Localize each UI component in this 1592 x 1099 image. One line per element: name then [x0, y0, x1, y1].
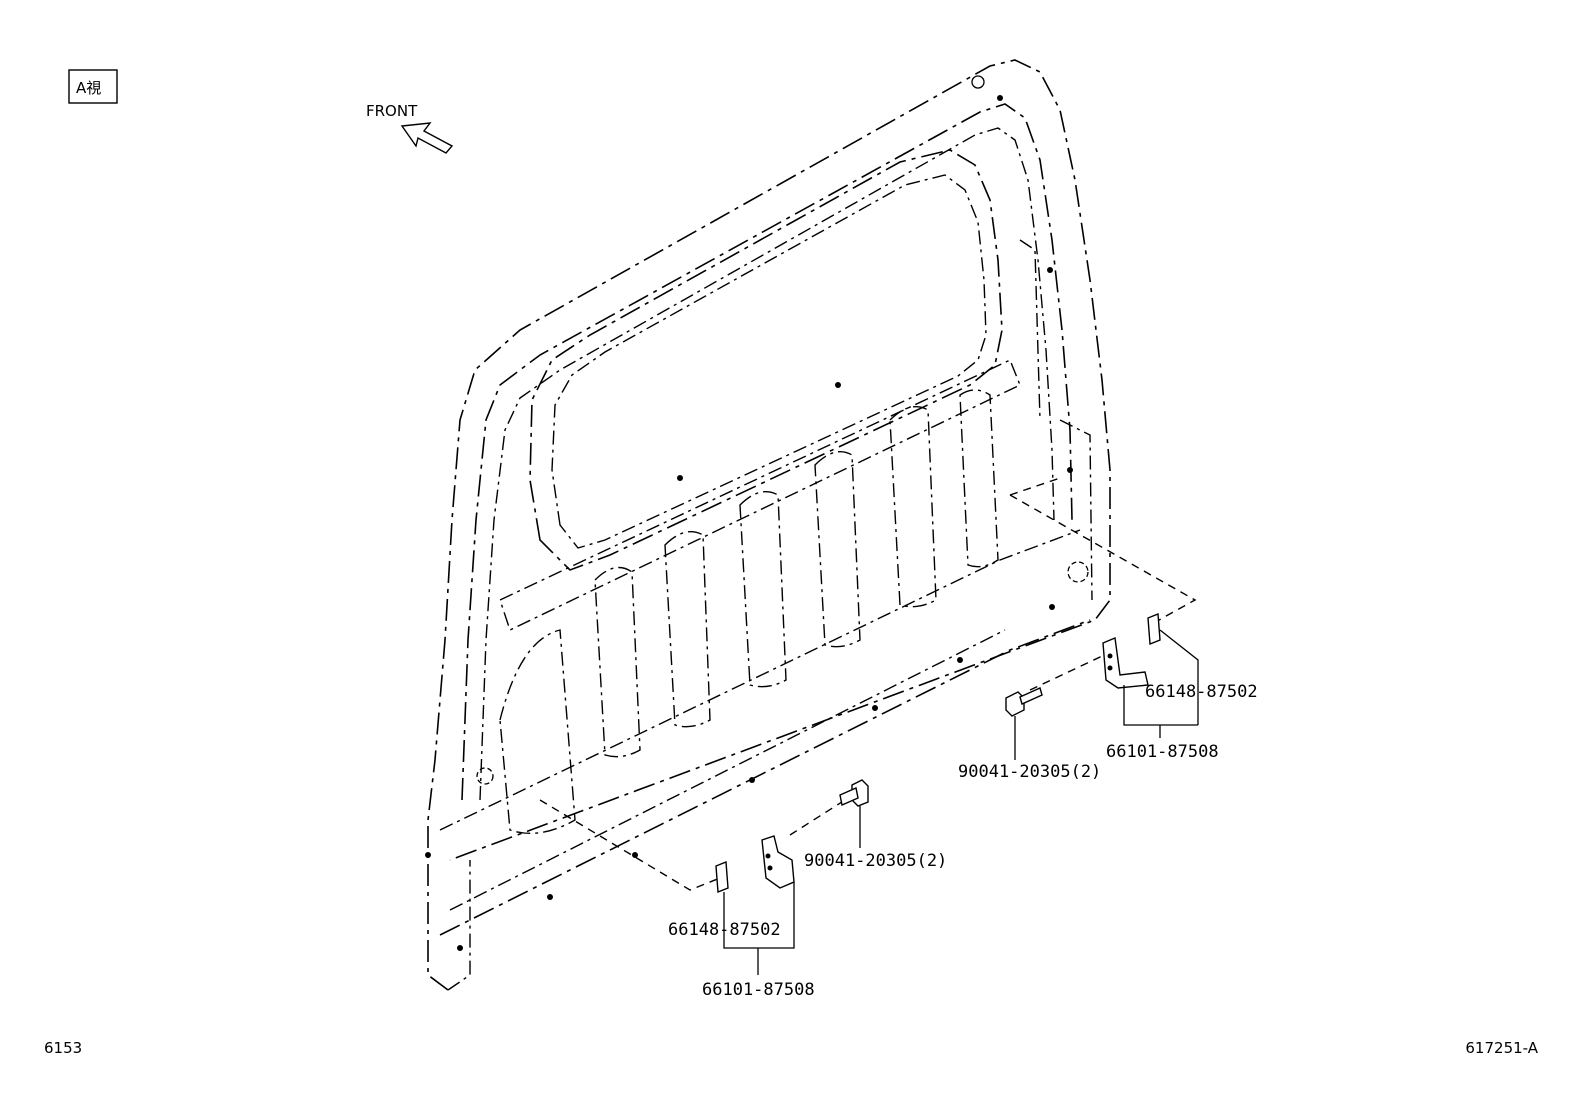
label-lower-bracket-part: 66148-87502: [668, 920, 781, 940]
view-tag-text: A視: [76, 79, 101, 97]
lower-small-bracket-icon: [715, 860, 729, 894]
upper-guide-lines: [1009, 477, 1197, 691]
upper-hinge-bracket-icon: [1102, 637, 1149, 689]
label-upper-bracket-part: 66148-87502: [1145, 682, 1258, 702]
lower-bracket-group: [715, 779, 869, 894]
label-lower-bolt: 90041-20305(2): [804, 851, 947, 871]
label-upper-assembly: 66101-87508: [1106, 742, 1219, 762]
lower-guide-lines: [539, 799, 846, 891]
upper-small-bracket-icon: [1147, 612, 1161, 646]
lower-leaders: [723, 806, 861, 975]
upper-bracket-group: [1005, 612, 1161, 717]
label-upper-bolt: 90041-20305(2): [958, 762, 1101, 782]
door-panel: [425, 59, 1111, 991]
front-indicator: FRONT: [366, 102, 454, 154]
footer-right-code: 617251-A: [1465, 1039, 1538, 1057]
front-arrow-icon: [400, 122, 454, 154]
view-tag: A視: [68, 69, 118, 104]
lower-hinge-bracket-icon: [761, 835, 795, 889]
label-lower-assembly: 66101-87508: [702, 980, 815, 1000]
upper-leaders: [1014, 629, 1199, 760]
footer-left-code: 6153: [44, 1039, 82, 1057]
front-label: FRONT: [366, 102, 418, 120]
upper-bolt-icon: [1005, 691, 1025, 717]
